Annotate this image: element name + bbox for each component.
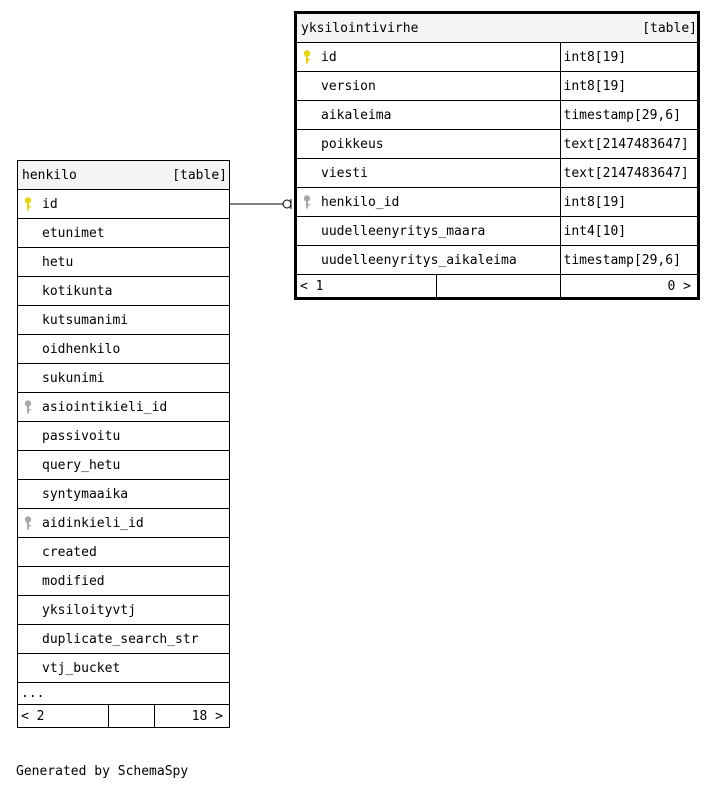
- column-type[interactable]: timestamp[29,6]: [559, 245, 697, 275]
- column-row[interactable]: created: [17, 537, 230, 567]
- more-columns-row[interactable]: ...: [17, 682, 230, 705]
- column-type[interactable]: int4[10]: [559, 216, 697, 246]
- column-name[interactable]: yksiloityvtj: [17, 595, 230, 625]
- table-name[interactable]: yksilointivirhe: [301, 20, 419, 36]
- footer-spacer: [108, 704, 155, 728]
- column-type[interactable]: timestamp[29,6]: [559, 100, 697, 130]
- column-name[interactable]: kutsumanimi: [17, 305, 230, 335]
- column-row[interactable]: hetu: [17, 247, 230, 277]
- column-type[interactable]: text[2147483647]: [559, 158, 697, 188]
- column-row[interactable]: aidinkieli_id: [17, 508, 230, 538]
- column-type[interactable]: int8[19]: [559, 71, 697, 101]
- foreign-key-icon: [24, 516, 32, 530]
- foreign-key-icon: [24, 400, 32, 414]
- column-name[interactable]: hetu: [17, 247, 230, 277]
- column-row[interactable]: yksiloityvtj: [17, 595, 230, 625]
- primary-key-icon: [303, 50, 311, 64]
- column-name[interactable]: id: [17, 189, 230, 219]
- column-row[interactable]: id: [17, 189, 230, 219]
- column-row[interactable]: etunimet: [17, 218, 230, 248]
- generated-by-credit: Generated by SchemaSpy: [16, 764, 189, 779]
- column-row[interactable]: modified: [17, 566, 230, 596]
- table-kind-label: [table]: [642, 20, 697, 36]
- table-footer: < 1 0 >: [297, 274, 697, 297]
- column-name[interactable]: sukunimi: [17, 363, 230, 393]
- table-kind-label: [table]: [172, 167, 227, 183]
- column-name[interactable]: syntymaaika: [17, 479, 230, 509]
- footer-spacer: [435, 274, 561, 297]
- table-header: henkilo [table]: [17, 160, 230, 190]
- column-name[interactable]: query_hetu: [17, 450, 230, 480]
- column-name[interactable]: uudelleenyritys_maara: [297, 216, 561, 246]
- column-row[interactable]: oidhenkilo: [17, 334, 230, 364]
- parent-count-link[interactable]: < 2: [17, 704, 109, 728]
- column-type[interactable]: text[2147483647]: [559, 129, 697, 159]
- child-count-link[interactable]: 18 >: [154, 704, 230, 728]
- parent-count-link[interactable]: < 1: [297, 274, 437, 297]
- column-name[interactable]: poikkeus: [297, 129, 561, 159]
- column-row[interactable]: kotikunta: [17, 276, 230, 306]
- child-count-link[interactable]: 0 >: [559, 274, 697, 297]
- column-type[interactable]: int8[19]: [559, 187, 697, 217]
- column-name[interactable]: uudelleenyritys_aikaleima: [297, 245, 561, 275]
- column-name[interactable]: henkilo_id: [297, 187, 561, 217]
- column-row[interactable]: query_hetu: [17, 450, 230, 480]
- column-name[interactable]: aikaleima: [297, 100, 561, 130]
- column-name[interactable]: version: [297, 71, 561, 101]
- column-name[interactable]: aidinkieli_id: [17, 508, 230, 538]
- column-row[interactable]: asiointikieli_id: [17, 392, 230, 422]
- table-name[interactable]: henkilo: [22, 167, 77, 183]
- column-row[interactable]: sukunimi: [17, 363, 230, 393]
- column-name[interactable]: id: [297, 42, 561, 72]
- column-name[interactable]: kotikunta: [17, 276, 230, 306]
- column-type[interactable]: int8[19]: [559, 42, 697, 72]
- column-row[interactable]: duplicate_search_str: [17, 624, 230, 654]
- column-name[interactable]: etunimet: [17, 218, 230, 248]
- primary-key-icon: [24, 197, 32, 211]
- column-name[interactable]: viesti: [297, 158, 561, 188]
- zero-or-many-marker: [282, 199, 292, 209]
- column-name[interactable]: oidhenkilo: [17, 334, 230, 364]
- column-name[interactable]: duplicate_search_str: [17, 624, 230, 654]
- column-row[interactable]: vtj_bucket: [17, 653, 230, 683]
- column-name[interactable]: vtj_bucket: [17, 653, 230, 683]
- column-row[interactable]: kutsumanimi: [17, 305, 230, 335]
- column-name[interactable]: modified: [17, 566, 230, 596]
- more-columns-indicator[interactable]: ...: [17, 682, 230, 705]
- column-row[interactable]: syntymaaika: [17, 479, 230, 509]
- table-footer: < 2 18 >: [17, 704, 230, 728]
- column-name[interactable]: asiointikieli_id: [17, 392, 230, 422]
- column-row[interactable]: passivoitu: [17, 421, 230, 451]
- foreign-key-icon: [303, 195, 311, 209]
- column-name[interactable]: passivoitu: [17, 421, 230, 451]
- table-header: yksilointivirhe [table]: [297, 14, 697, 43]
- column-name[interactable]: created: [17, 537, 230, 567]
